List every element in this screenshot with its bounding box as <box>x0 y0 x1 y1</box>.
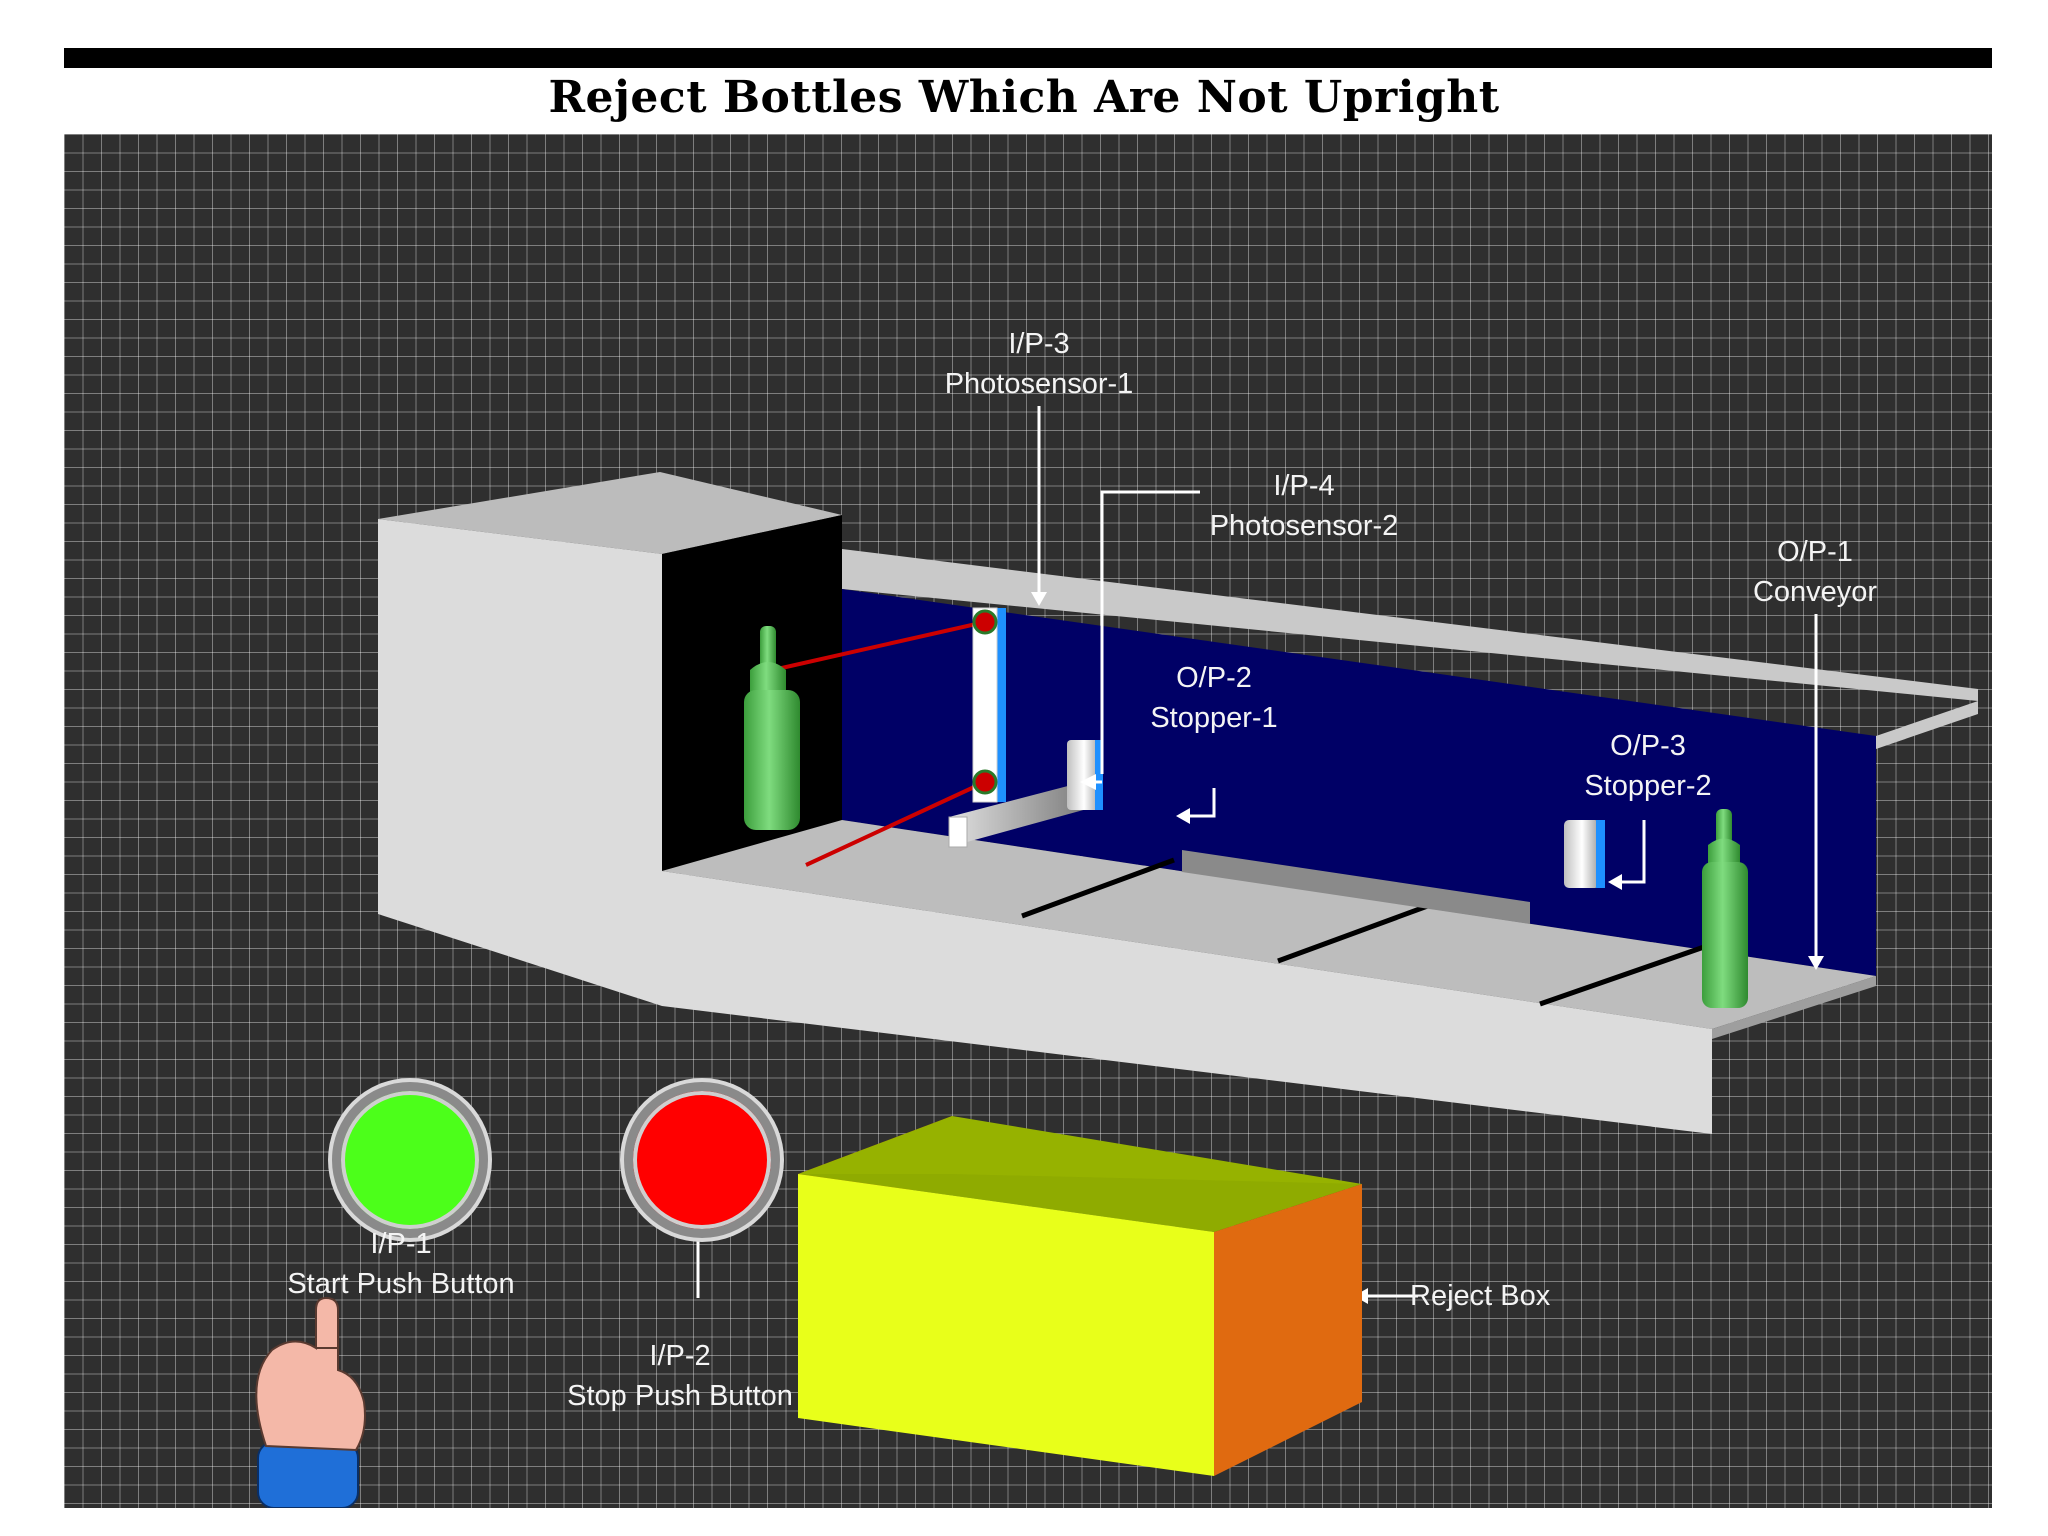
belt-segment-line <box>1539 944 1705 1007</box>
stop-button-label: I/P-2 Stop Push Button <box>530 1336 830 1416</box>
conveyor-floor <box>662 820 1876 1029</box>
photosensor-post-shadow <box>996 608 1006 802</box>
simulation-canvas: I/P-3 Photosensor-1 I/P-4 Photosensor-2 … <box>64 134 1992 1508</box>
stopper-1-arm <box>949 781 1087 847</box>
start-button-id: I/P-1 <box>370 1228 432 1260</box>
photosensor-2-label: I/P-4 Photosensor-2 <box>1184 466 1424 546</box>
stopper-1-name: Stopper-1 <box>1150 702 1278 734</box>
start-push-button[interactable] <box>332 1082 488 1238</box>
hand-pointer-icon <box>255 1296 366 1508</box>
reject-box-side <box>1214 1184 1362 1476</box>
stopper-2-body <box>1564 820 1600 888</box>
stopper-2-name: Stopper-2 <box>1584 770 1712 802</box>
belt-segment-line <box>1021 857 1175 919</box>
stopper-2-id: O/P-3 <box>1610 730 1686 762</box>
conveyor-name: Conveyor <box>1752 576 1878 608</box>
start-button-name: Start Push Button <box>287 1268 515 1300</box>
reject-box-inside-floor <box>798 1174 1362 1232</box>
title-rule <box>64 48 1992 68</box>
stopper-1-head <box>948 816 968 848</box>
photosensor-1-name: Photosensor-1 <box>944 368 1134 400</box>
reject-box-front <box>798 1174 1214 1476</box>
conveyor-back-wall-lip <box>1876 701 1978 749</box>
stopper-2-label: O/P-3 Stopper-2 <box>1558 726 1738 806</box>
conveyor-id: O/P-1 <box>1777 536 1853 568</box>
photosensor-2-name: Photosensor-2 <box>1209 510 1399 542</box>
page-title: Reject Bottles Which Are Not Upright <box>548 72 1500 123</box>
bottle-on-conveyor <box>1702 809 1748 1008</box>
photosensor-1-beam <box>763 620 986 674</box>
photosensor-2-emitter <box>972 769 998 795</box>
photosensor-2-beam <box>805 780 986 867</box>
reject-box-name: Reject Box <box>1410 1280 1551 1312</box>
start-button-label: I/P-1 Start Push Button <box>246 1224 556 1304</box>
entry-block-front <box>378 519 662 1006</box>
belt-segment-line <box>1277 897 1445 964</box>
guide-rail <box>1182 850 1530 924</box>
bottle-entering <box>744 626 800 830</box>
stopper-1-body-edge <box>1095 740 1103 810</box>
stop-button-id: I/P-2 <box>649 1340 711 1372</box>
stopper-1-label: O/P-2 Stopper-1 <box>1124 658 1304 738</box>
conveyor-scene <box>255 406 1978 1508</box>
entry-block-top <box>378 472 842 554</box>
photosensor-1-label: I/P-3 Photosensor-1 <box>934 324 1144 404</box>
stopper-1-body <box>1067 740 1101 810</box>
stop-push-button[interactable] <box>624 1082 780 1238</box>
stop-button-name: Stop Push Button <box>567 1380 793 1412</box>
conveyor-floor-edge <box>1712 976 1876 1039</box>
stopper-1-id: O/P-2 <box>1176 662 1252 694</box>
photosensor-1-emitter <box>972 609 998 635</box>
conveyor-label: O/P-1 Conveyor <box>1720 532 1910 612</box>
reject-box-label: Reject Box <box>1410 1276 1610 1316</box>
stopper-2-body-edge <box>1596 820 1605 888</box>
conveyor-top-edge <box>842 549 1978 701</box>
photosensor-2-id: I/P-4 <box>1273 470 1335 502</box>
conveyor-front-wall <box>662 871 1712 1134</box>
photosensor-1-id: I/P-3 <box>1008 328 1070 360</box>
